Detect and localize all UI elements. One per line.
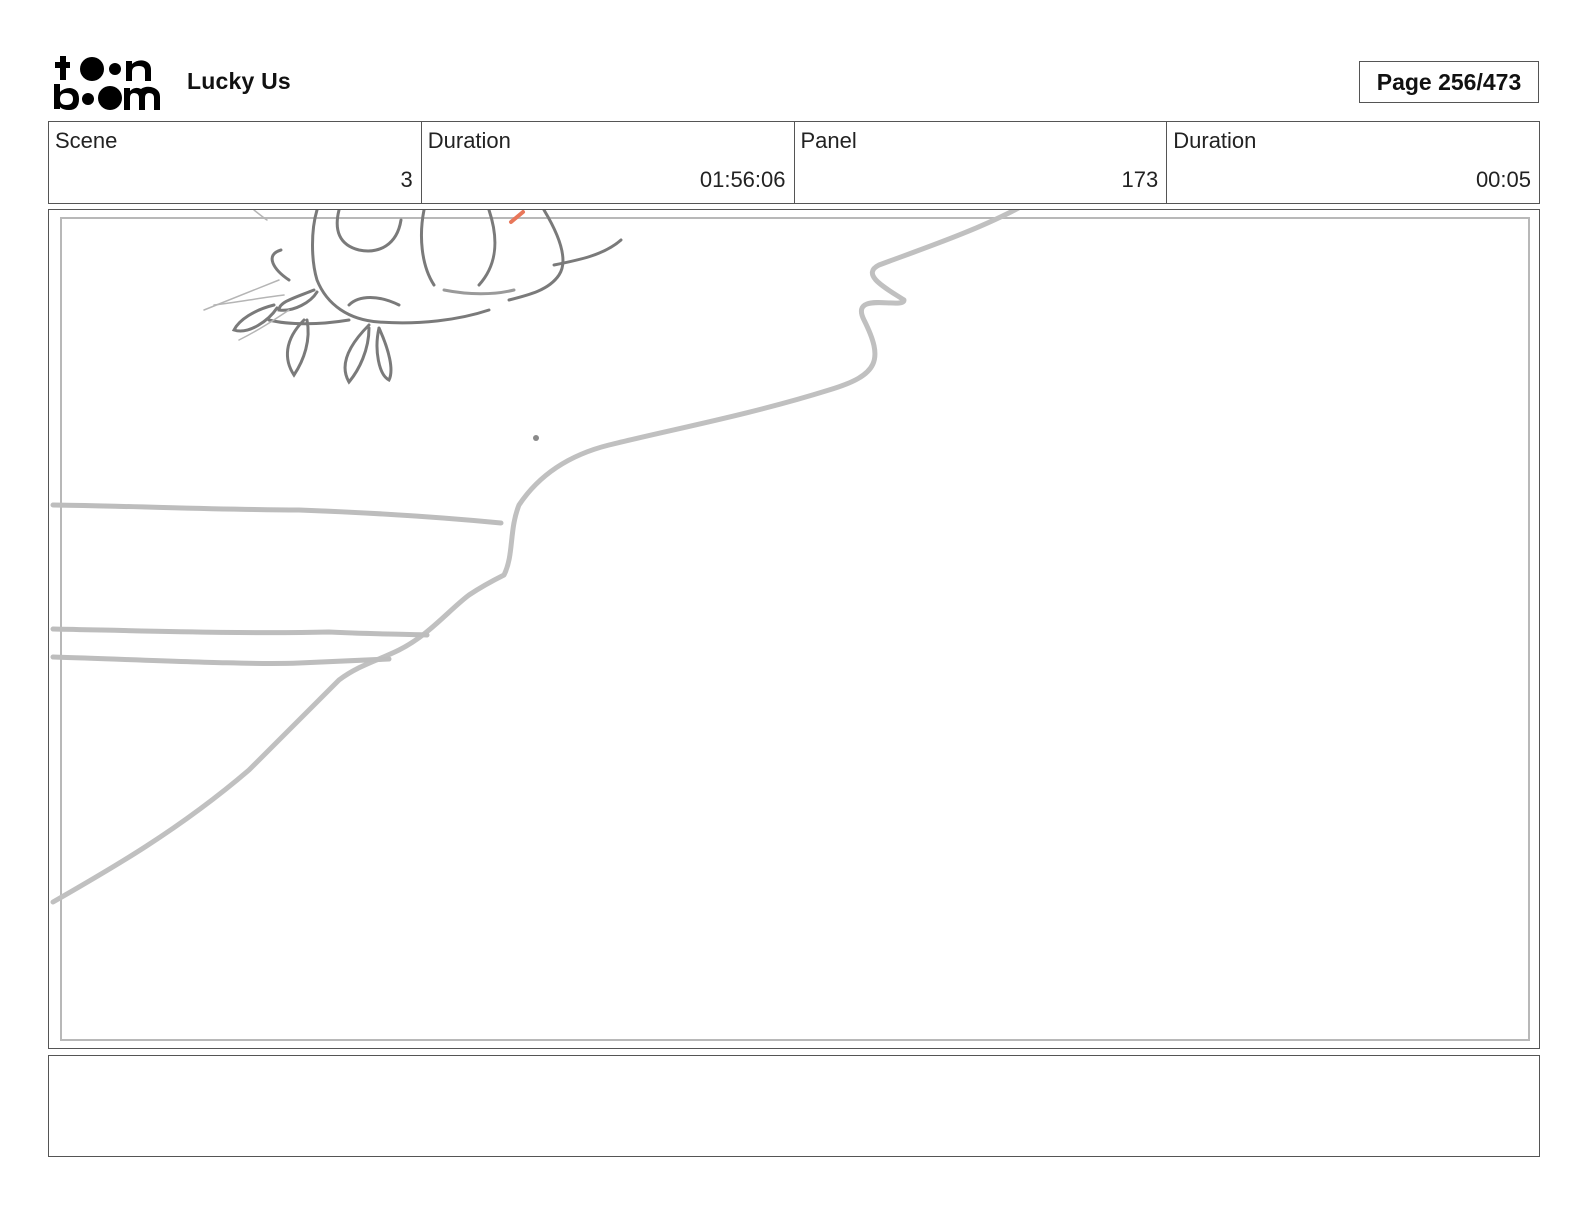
logo-icon [54, 56, 160, 110]
storyboard-panel [48, 209, 1540, 1049]
character-sketch-light [203, 210, 290, 341]
scene-cell: Scene 3 [49, 122, 422, 203]
panel-cell: Panel 173 [795, 122, 1168, 203]
horizon-line-3 [50, 654, 392, 666]
page-indicator: Page 256/473 [1359, 61, 1539, 103]
panel-duration-value: 00:05 [1475, 167, 1531, 192]
panel-notes-box [48, 1055, 1540, 1157]
panel-value: 173 [1121, 167, 1159, 192]
accent-mark [509, 210, 525, 224]
toon-boom-logo [52, 52, 164, 112]
project-title: Lucky Us [187, 68, 291, 94]
sketch-dot [533, 435, 539, 441]
panel-sketch [50, 210, 1530, 1041]
scene-value: 3 [400, 167, 413, 192]
panel-duration-label: Duration [1173, 128, 1257, 153]
character-sketch [231, 210, 623, 385]
panel-duration-cell: Duration 00:05 [1167, 122, 1539, 203]
scene-duration-cell: Duration 01:56:06 [422, 122, 795, 203]
safe-area-frame [60, 217, 1530, 1041]
horizon-line-1 [50, 502, 504, 526]
scene-label: Scene [55, 128, 118, 153]
scene-duration-value: 01:56:06 [699, 167, 786, 192]
panel-info-table: Scene 3 Duration 01:56:06 Panel 173 Dura… [48, 121, 1540, 204]
terrain-line [50, 210, 1020, 905]
horizon-line-2 [50, 626, 430, 638]
page-label: Page 256/473 [1376, 68, 1522, 95]
panel-label: Panel [800, 128, 857, 153]
scene-duration-label: Duration [427, 128, 511, 153]
